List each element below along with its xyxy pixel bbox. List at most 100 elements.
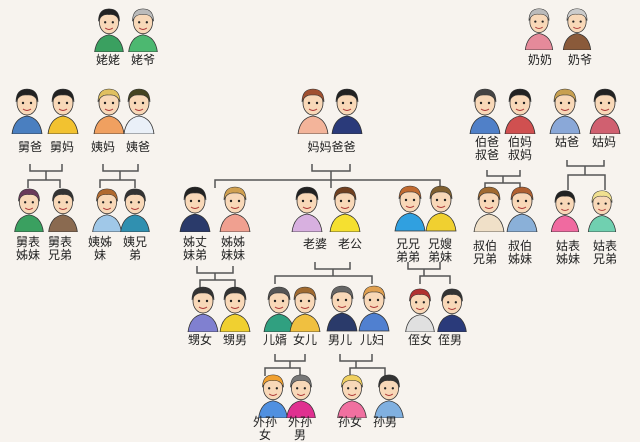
relation-label: 伯妈 叔妈 bbox=[507, 135, 533, 162]
person-icon bbox=[524, 8, 554, 51]
connector-brothers bbox=[407, 262, 451, 284]
person-figure bbox=[503, 86, 537, 138]
person-figure bbox=[92, 6, 126, 56]
relation-label: 舅表 姊妹 bbox=[15, 235, 41, 262]
relation-label: 姑表 姊妹 bbox=[555, 239, 581, 266]
relation-label: 姑表 兄弟 bbox=[592, 239, 618, 266]
person-icon bbox=[550, 190, 580, 233]
person-icon bbox=[326, 285, 358, 332]
person-icon bbox=[425, 185, 457, 232]
relation-label: 姥爷 bbox=[130, 53, 156, 67]
person-icon bbox=[337, 374, 367, 419]
person-icon bbox=[128, 8, 158, 53]
person-figure bbox=[122, 86, 156, 138]
connector-sisters bbox=[196, 266, 236, 288]
connector-daughter bbox=[264, 354, 306, 376]
person-figure bbox=[424, 182, 458, 236]
person-figure bbox=[12, 186, 46, 236]
relation-label: 兄嫂 弟妹 bbox=[427, 237, 453, 264]
person-icon bbox=[263, 286, 295, 333]
relation-label: 老婆 bbox=[302, 237, 328, 251]
relation-label: 奶爷 bbox=[567, 53, 593, 67]
connector-self bbox=[274, 262, 373, 284]
person-figure bbox=[372, 372, 406, 422]
connector-paternal-aunt bbox=[566, 160, 606, 190]
relation-label: 儿婿 bbox=[262, 333, 288, 347]
relation-label: 甥男 bbox=[222, 333, 248, 347]
person-figure bbox=[472, 184, 506, 236]
person-icon bbox=[187, 286, 219, 333]
person-icon bbox=[469, 88, 501, 135]
relation-label: 伯爸 叔爸 bbox=[474, 135, 500, 162]
person-icon bbox=[286, 374, 316, 419]
person-icon bbox=[93, 88, 125, 135]
person-icon bbox=[219, 186, 251, 233]
relation-label: 姊姊 妹妹 bbox=[220, 235, 246, 262]
person-figure bbox=[288, 284, 322, 336]
person-icon bbox=[291, 186, 323, 233]
person-icon bbox=[48, 188, 78, 233]
person-figure bbox=[284, 372, 318, 422]
connector-son bbox=[339, 354, 386, 376]
person-icon bbox=[437, 288, 467, 333]
person-figure bbox=[46, 186, 80, 236]
relation-label: 外孙 女 bbox=[252, 415, 278, 442]
person-figure bbox=[330, 86, 364, 138]
relation-label: 叔伯 兄弟 bbox=[472, 239, 498, 266]
person-icon bbox=[358, 285, 390, 332]
relation-label: 奶奶 bbox=[527, 53, 553, 67]
relation-label: 姨姊 妹 bbox=[87, 235, 113, 262]
person-icon bbox=[589, 88, 621, 135]
relation-label: 舅妈 bbox=[49, 140, 75, 154]
person-icon bbox=[297, 88, 329, 135]
person-figure bbox=[296, 86, 330, 138]
relation-label: 妈妈爸爸 bbox=[307, 140, 356, 154]
person-figure bbox=[46, 86, 80, 138]
person-figure bbox=[505, 184, 539, 236]
person-icon bbox=[506, 186, 538, 233]
person-icon bbox=[289, 286, 321, 333]
person-figure bbox=[588, 86, 622, 138]
relation-label: 孙男 bbox=[372, 415, 398, 429]
person-icon bbox=[11, 88, 43, 135]
relation-label: 叔伯 姊妹 bbox=[507, 239, 533, 266]
relation-label: 姨兄 弟 bbox=[122, 235, 148, 262]
person-icon bbox=[562, 8, 592, 51]
relation-label: 老公 bbox=[337, 237, 363, 251]
person-figure bbox=[325, 282, 359, 336]
relation-label: 兄兄 弟弟 bbox=[395, 237, 421, 264]
relation-label: 姊丈 妹弟 bbox=[182, 235, 208, 262]
person-figure bbox=[290, 184, 324, 236]
person-icon bbox=[374, 374, 404, 419]
person-figure bbox=[92, 86, 126, 138]
person-figure bbox=[435, 286, 469, 336]
relation-label: 舅表 兄弟 bbox=[47, 235, 73, 262]
relation-label: 姑妈 bbox=[591, 135, 617, 149]
relation-label: 姑爸 bbox=[554, 135, 580, 149]
person-icon bbox=[47, 88, 79, 135]
person-figure bbox=[178, 184, 212, 236]
relation-label: 侄女 bbox=[407, 333, 433, 347]
person-icon bbox=[405, 288, 435, 333]
person-figure bbox=[218, 284, 252, 336]
person-icon bbox=[179, 186, 211, 233]
relation-label: 姥姥 bbox=[95, 53, 121, 67]
relation-label: 女儿 bbox=[292, 333, 318, 347]
person-figure bbox=[357, 282, 391, 336]
person-icon bbox=[120, 188, 150, 233]
person-figure bbox=[585, 188, 619, 236]
connector-parents bbox=[214, 164, 441, 188]
relation-label: 姨爸 bbox=[125, 140, 151, 154]
person-figure bbox=[522, 6, 556, 54]
person-icon bbox=[92, 188, 122, 233]
person-icon bbox=[331, 88, 363, 135]
person-icon bbox=[219, 286, 251, 333]
connector-maternal-aunt bbox=[99, 164, 139, 188]
relation-label: 外孙 男 bbox=[287, 415, 313, 442]
relation-label: 孙女 bbox=[337, 415, 363, 429]
person-icon bbox=[123, 88, 155, 135]
relation-label: 男儿 bbox=[327, 333, 353, 347]
person-figure bbox=[548, 86, 582, 138]
person-icon bbox=[258, 374, 288, 419]
